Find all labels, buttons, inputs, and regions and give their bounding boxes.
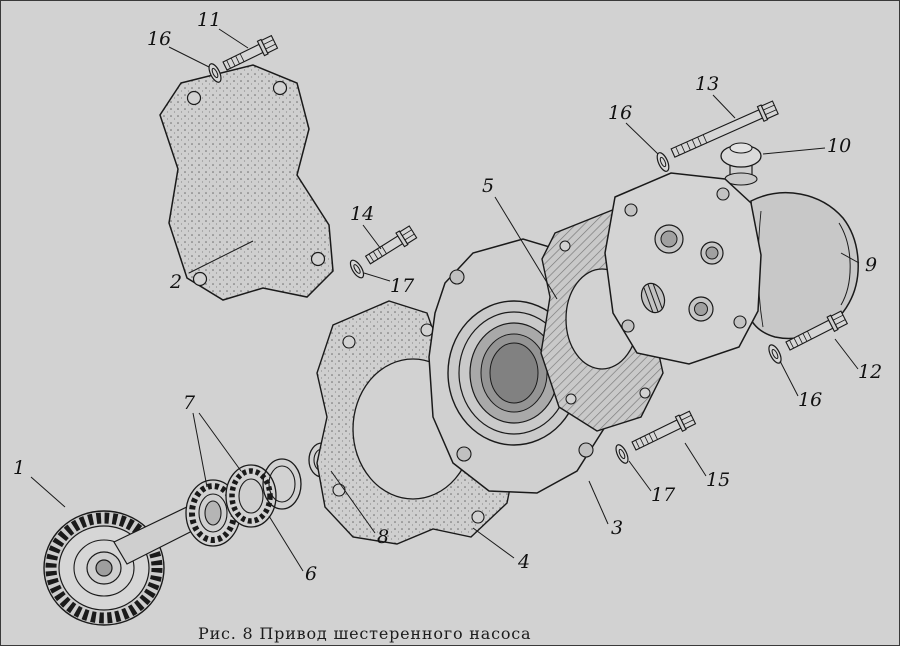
part-washer-17-left xyxy=(349,259,365,279)
callout-16-b: 16 xyxy=(608,102,633,124)
callout-14: 14 xyxy=(350,203,375,225)
callout-15: 15 xyxy=(706,469,731,491)
part-bolt-15 xyxy=(631,410,697,451)
part-washer-16-right xyxy=(768,344,782,364)
callout-3: 3 xyxy=(611,517,624,539)
callout-7: 7 xyxy=(183,392,196,414)
callout-17-a: 17 xyxy=(390,275,415,297)
callout-16-a: 16 xyxy=(147,28,172,50)
callout-17-b: 17 xyxy=(651,484,676,506)
part-bearings-7 xyxy=(185,464,277,547)
figure-caption: Рис. 8 Привод шестеренного насоса xyxy=(198,624,532,643)
callout-12: 12 xyxy=(858,361,883,383)
part-bolt-12 xyxy=(785,310,849,351)
part-pump-flange xyxy=(604,172,762,365)
part-washer-16-top xyxy=(208,63,222,83)
callout-9: 9 xyxy=(865,254,878,276)
callout-5: 5 xyxy=(482,175,495,197)
callout-8: 8 xyxy=(377,526,390,548)
callout-4: 4 xyxy=(518,551,531,573)
part-cover-plate-2 xyxy=(159,64,334,301)
part-washer-16-middle xyxy=(656,152,670,172)
callout-13: 13 xyxy=(695,73,720,95)
callout-2: 2 xyxy=(170,271,183,293)
part-bolt-11 xyxy=(222,34,279,71)
part-cap-10 xyxy=(720,142,762,186)
part-ring-6 xyxy=(262,458,302,510)
callout-16-c: 16 xyxy=(798,389,823,411)
callout-1: 1 xyxy=(13,457,26,479)
callout-6: 6 xyxy=(305,563,318,585)
part-bolt-14 xyxy=(364,225,418,265)
part-washer-17-bottom xyxy=(615,444,629,464)
callout-10: 10 xyxy=(827,135,852,157)
splined-shaft xyxy=(640,282,666,314)
callout-11: 11 xyxy=(197,9,222,31)
part-bolt-13 xyxy=(670,100,779,158)
part-pump-body-9 xyxy=(747,191,859,340)
leader-lines xyxy=(30,28,860,572)
